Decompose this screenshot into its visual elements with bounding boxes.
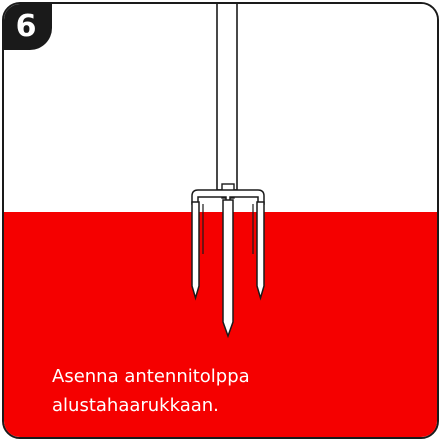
step-badge: 6 [2, 2, 52, 50]
ground-fork [192, 190, 264, 336]
caption-line-2: alustahaarukkaan. [52, 391, 372, 420]
instruction-caption: Asenna antennitolppa alustahaarukkaan. [52, 362, 372, 420]
caption-line-1: Asenna antennitolppa [52, 362, 372, 391]
antenna-pole [217, 4, 237, 198]
step-number: 6 [16, 12, 37, 42]
